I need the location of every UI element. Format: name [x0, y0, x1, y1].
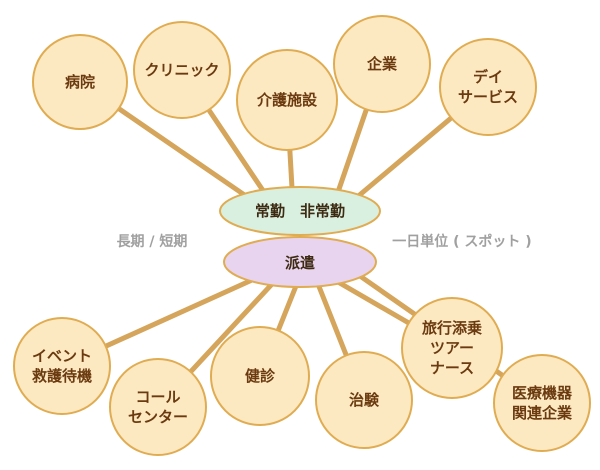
node-circle-hospital [32, 34, 128, 130]
hub-top-label: 常勤 非常勤 [255, 202, 345, 220]
node-hospital: 病院 [32, 34, 128, 130]
node-circle-day-service [439, 38, 537, 136]
node-label-event-rescue-line-1: 救護待機 [32, 367, 92, 385]
node-label-travel-nurse-line-1: ツアー [430, 339, 474, 357]
category-nodes: 病院クリニック介護施設企業デイサービスイベント救護待機コールセンター健診治験旅行… [13, 15, 591, 456]
side-label-left: 長期 / 短期 [117, 233, 188, 250]
node-label-medical-device-line-1: 関連企業 [512, 404, 573, 422]
node-circle-medical-device [493, 354, 591, 452]
node-label-care-facility-line-0: 介護施設 [256, 91, 318, 109]
node-label-health-checkup-line-0: 健診 [245, 367, 276, 385]
node-label-travel-nurse-line-2: ナース [430, 359, 474, 377]
node-health-checkup: 健診 [210, 326, 310, 426]
hub-top: 常勤 非常勤 [219, 186, 381, 236]
node-circle-call-center [109, 358, 207, 456]
node-label-event-rescue-line-0: イベント [32, 347, 92, 365]
node-circle-event-rescue [13, 317, 111, 415]
node-circle-care-facility [236, 49, 338, 151]
side-label-right: 一日単位 ( スポット ) [392, 233, 531, 250]
node-label-call-center-line-0: コール [135, 388, 180, 406]
node-label-travel-nurse-line-0: 旅行添乗 [422, 319, 482, 337]
node-circle-clinical-trial [315, 351, 413, 449]
node-label-day-service-line-0: デイ [473, 68, 503, 86]
node-circle-travel-nurse [401, 297, 503, 399]
node-label-call-center-line-1: センター [128, 408, 188, 426]
hub-top-ellipse [219, 186, 381, 236]
hub-bottom-label: 派遣 [285, 254, 315, 272]
node-label-clinic-line-0: クリニック [144, 61, 219, 79]
node-label-medical-device-line-0: 医療機器 [512, 384, 573, 402]
node-label-clinical-trial-line-0: 治験 [349, 391, 380, 409]
node-label-day-service-line-1: サービス [458, 88, 518, 106]
node-clinic: クリニック [133, 21, 231, 119]
node-clinical-trial: 治験 [315, 351, 413, 449]
hub-bottom-ellipse [223, 236, 377, 288]
node-label-company-line-0: 企業 [366, 55, 398, 73]
node-company: 企業 [333, 15, 431, 113]
node-care-facility: 介護施設 [236, 49, 338, 151]
node-label-hospital-line-0: 病院 [65, 73, 95, 91]
node-circle-health-checkup [210, 326, 310, 426]
hub-bottom: 派遣 [223, 236, 377, 288]
node-circle-clinic [133, 21, 231, 119]
node-circle-company [333, 15, 431, 113]
